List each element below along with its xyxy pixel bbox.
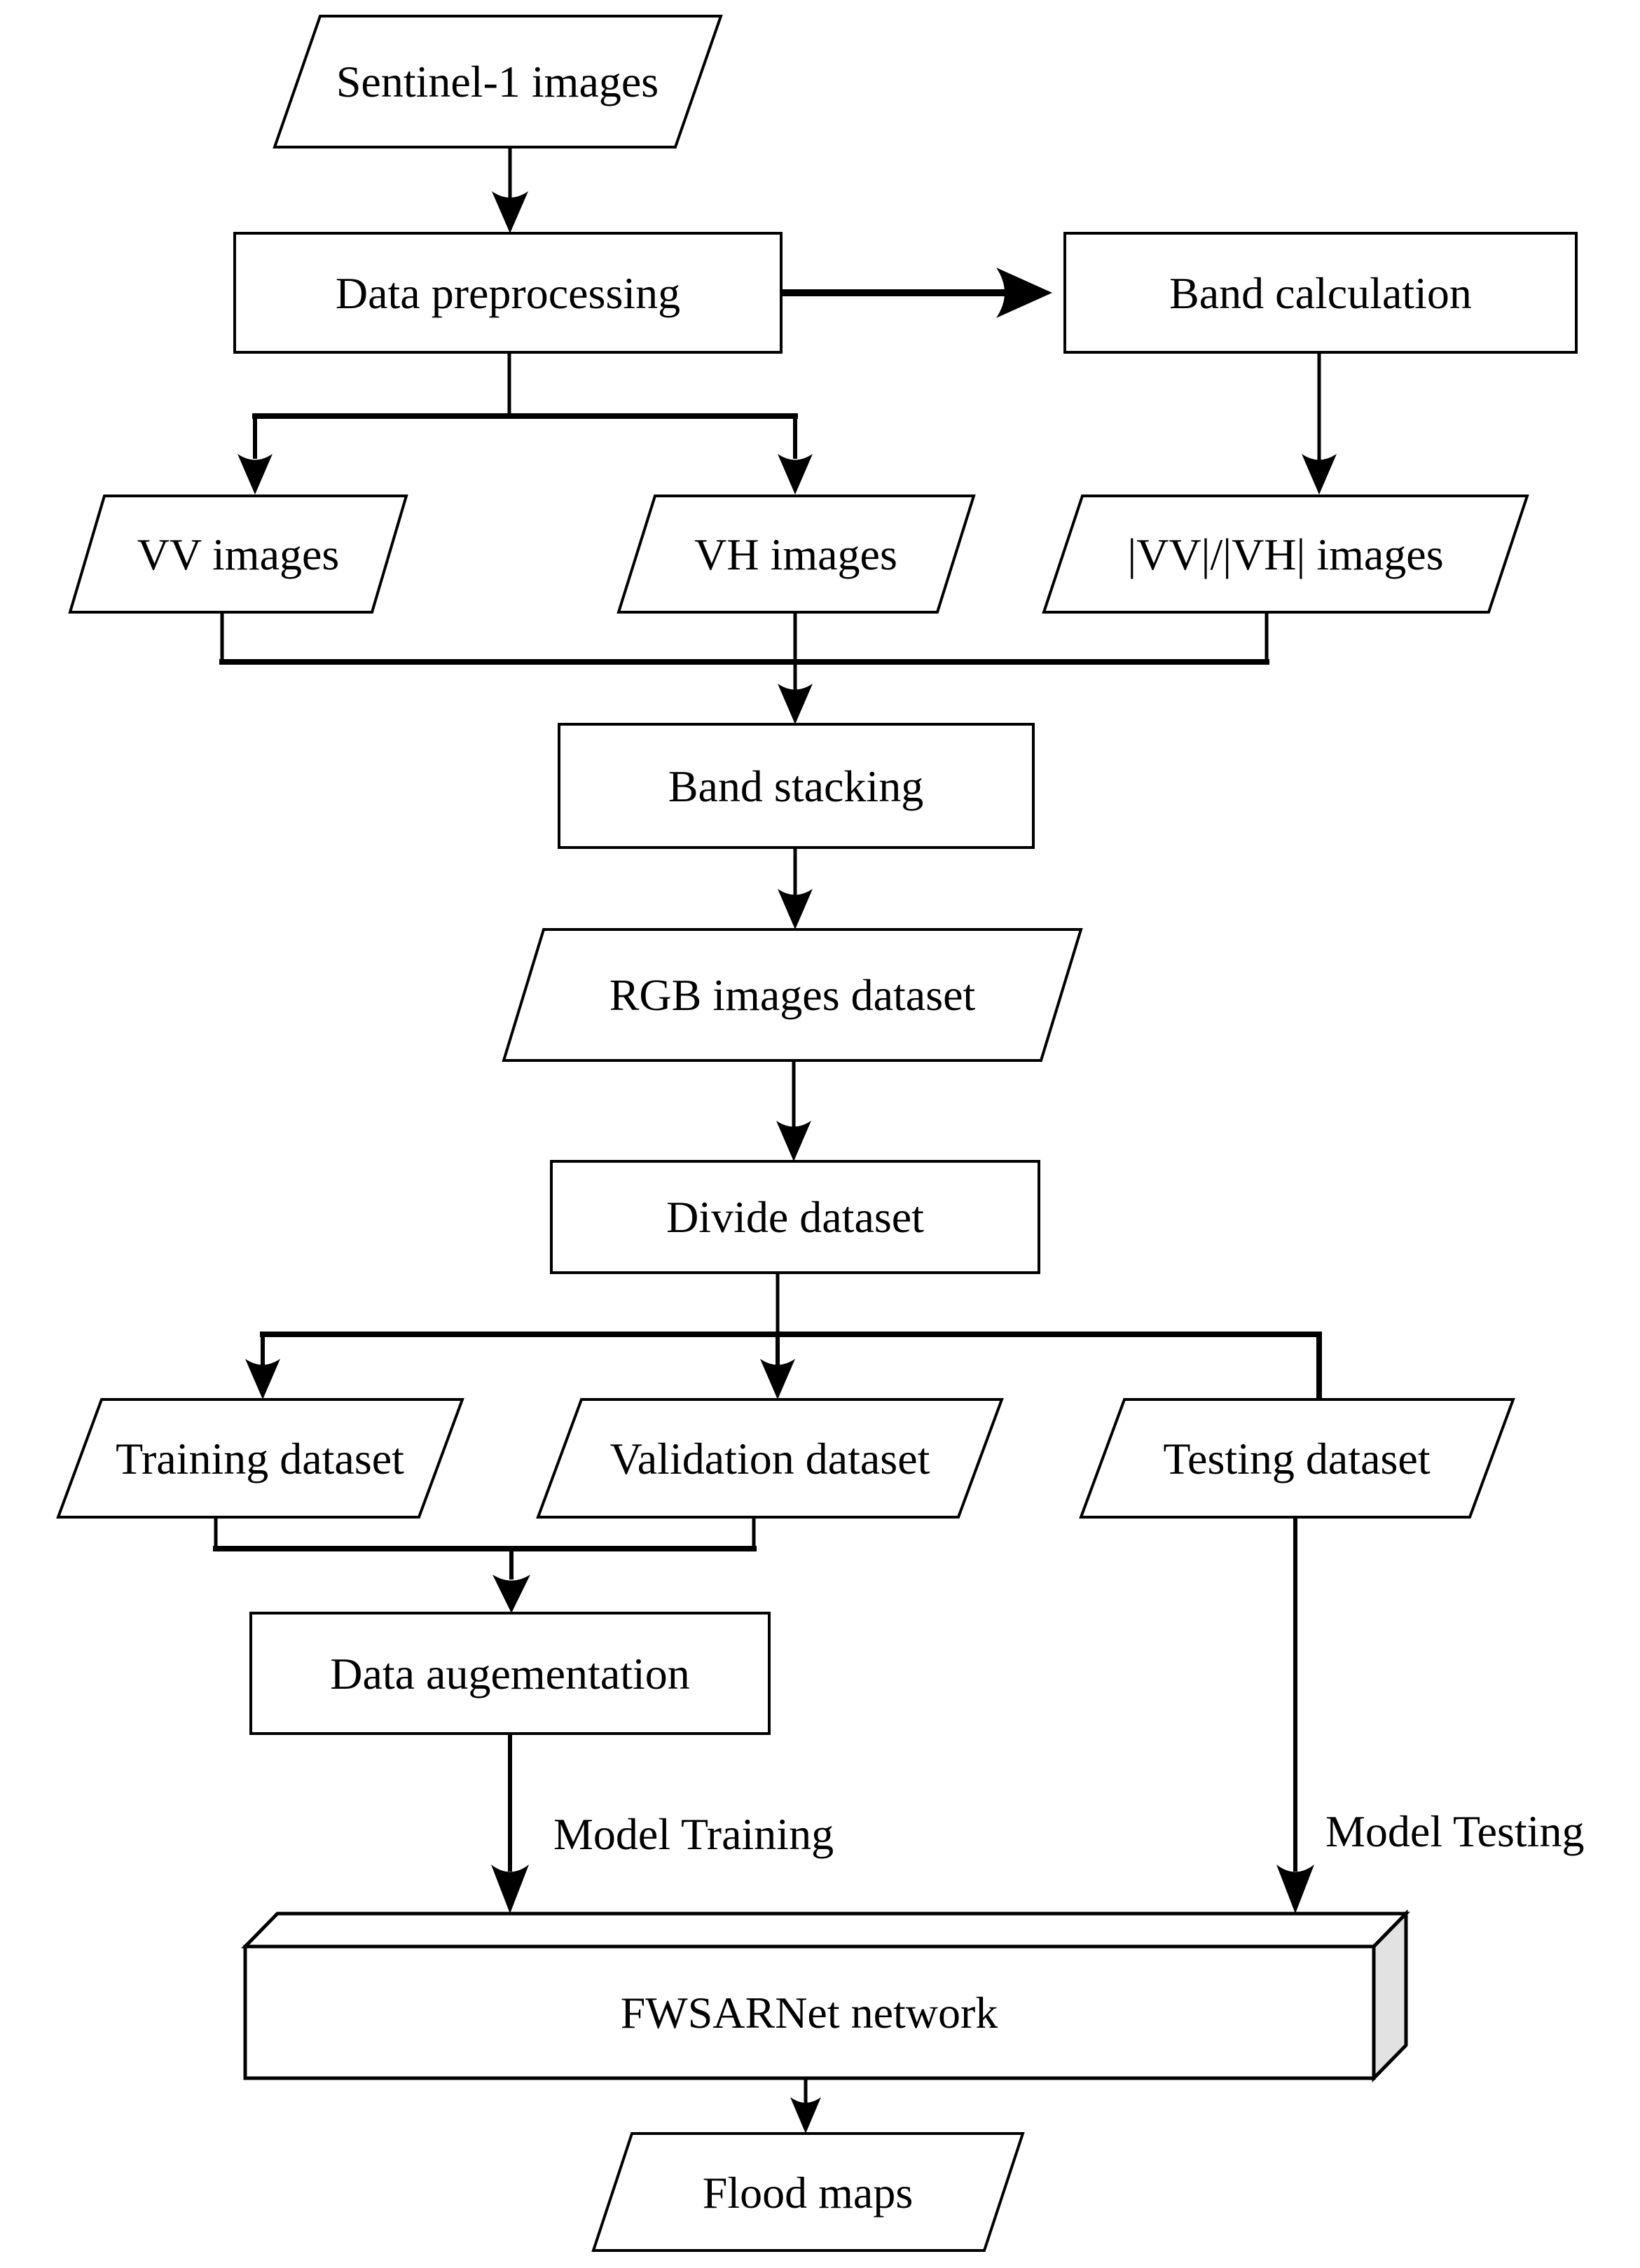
- edge-divide-split-to-datasets: [245, 1273, 1322, 1399]
- arrowhead: [778, 684, 813, 724]
- node-label: RGB images dataset: [609, 970, 976, 1020]
- node-label: Divide dataset: [666, 1192, 924, 1242]
- rect-shape: [1063, 232, 1578, 354]
- edge-fwsarnet-to-flood-maps: [790, 2078, 821, 2134]
- rect-shape: [558, 723, 1035, 849]
- node-validation-dataset: Validation dataset: [536, 1398, 1004, 1519]
- connectors: Model Training Model Testing: [213, 147, 1584, 2134]
- arrowhead: [1302, 454, 1337, 495]
- arrowhead: [790, 2097, 821, 2134]
- edge-train-val-merge-to-augmentation: [213, 1517, 757, 1613]
- edge-preprocessing-to-band-calculation: [781, 268, 1052, 318]
- node-divide-dataset: Divide dataset: [550, 1160, 1040, 1274]
- parallelogram-shape: [616, 495, 976, 614]
- parallelogram-shape: [56, 1398, 464, 1519]
- rect-shape: [550, 1160, 1040, 1274]
- arrowhead: [1276, 1865, 1314, 1914]
- edge-sentinel-to-preprocessing: [492, 147, 528, 233]
- node-label: VH images: [694, 530, 897, 579]
- node-vh-images: VH images: [616, 495, 976, 614]
- node-band-stacking: Band stacking: [558, 723, 1035, 849]
- node-testing-dataset: Testing dataset: [1079, 1398, 1515, 1519]
- edge-band-stacking-to-rgb-dataset: [778, 848, 813, 929]
- node-data-augmentation: Data augementation: [249, 1612, 771, 1735]
- node-label: Validation dataset: [610, 1434, 930, 1484]
- edge-augmentation-to-fwsarnet: Model Training: [491, 1734, 834, 1914]
- parallelogram-shape: [591, 2132, 1025, 2252]
- node-flood-maps: Flood maps: [591, 2132, 1025, 2252]
- arrowhead: [245, 1359, 280, 1399]
- rect-shape: [233, 232, 783, 354]
- node-band-calculation: Band calculation: [1063, 232, 1578, 354]
- node-label: Data augementation: [330, 1649, 690, 1699]
- arrowhead: [996, 268, 1052, 318]
- node-label: FWSARNet network: [621, 1988, 998, 2038]
- arrowhead: [492, 1575, 530, 1613]
- node-label: VV images: [137, 530, 340, 579]
- box3d-front-face: [243, 1944, 1376, 2080]
- rect-shape: [249, 1612, 771, 1735]
- node-label: Sentinel-1 images: [336, 57, 659, 106]
- parallelogram-shape: [502, 928, 1083, 1062]
- node-label: |VV|/|VH| images: [1127, 530, 1443, 579]
- edge-preprocessing-split-to-vv-vh: [237, 352, 813, 495]
- node-label: Data preprocessing: [336, 268, 680, 318]
- arrowhead: [491, 1865, 529, 1914]
- arrowhead: [778, 889, 813, 929]
- arrowhead: [776, 1121, 811, 1161]
- node-training-dataset: Training dataset: [56, 1398, 464, 1519]
- node-data-preprocessing: Data preprocessing: [233, 232, 783, 354]
- arrowhead: [237, 454, 273, 495]
- node-label: Flood maps: [703, 2168, 913, 2218]
- node-vv-images: VV images: [68, 495, 408, 614]
- arrowhead: [778, 454, 813, 495]
- node-rgb-images-dataset: RGB images dataset: [502, 928, 1083, 1062]
- node-label: Band stacking: [668, 761, 923, 811]
- nodes: Sentinel-1 images Data preprocessing Ban…: [56, 15, 1578, 2252]
- parallelogram-shape: [1042, 495, 1529, 614]
- node-label: Testing dataset: [1163, 1434, 1430, 1484]
- edge-label-model-testing: Model Testing: [1325, 1806, 1584, 1856]
- edge-rgb-dataset-to-divide-dataset: [776, 1060, 811, 1161]
- box3d-top-face: [241, 1911, 1410, 1949]
- edge-testing-to-fwsarnet: Model Testing: [1276, 1517, 1584, 1914]
- edge-merge-to-band-stacking: [219, 612, 1269, 724]
- node-fwsarnet-network: FWSARNet network: [241, 1909, 1410, 2083]
- edge-band-calculation-to-ratio-images: [1302, 352, 1337, 495]
- parallelogram-shape: [68, 495, 408, 614]
- arrowhead: [492, 191, 528, 233]
- parallelogram-shape: [536, 1398, 1004, 1519]
- node-sentinel-images: Sentinel-1 images: [273, 15, 723, 148]
- node-label: Band calculation: [1169, 268, 1472, 318]
- arrowhead: [760, 1359, 795, 1399]
- parallelogram-shape: [273, 15, 723, 148]
- edge-label-model-training: Model Training: [553, 1809, 834, 1859]
- node-label: Training dataset: [116, 1434, 404, 1484]
- node-ratio-images: |VV|/|VH| images: [1042, 495, 1529, 614]
- parallelogram-shape: [1079, 1398, 1515, 1519]
